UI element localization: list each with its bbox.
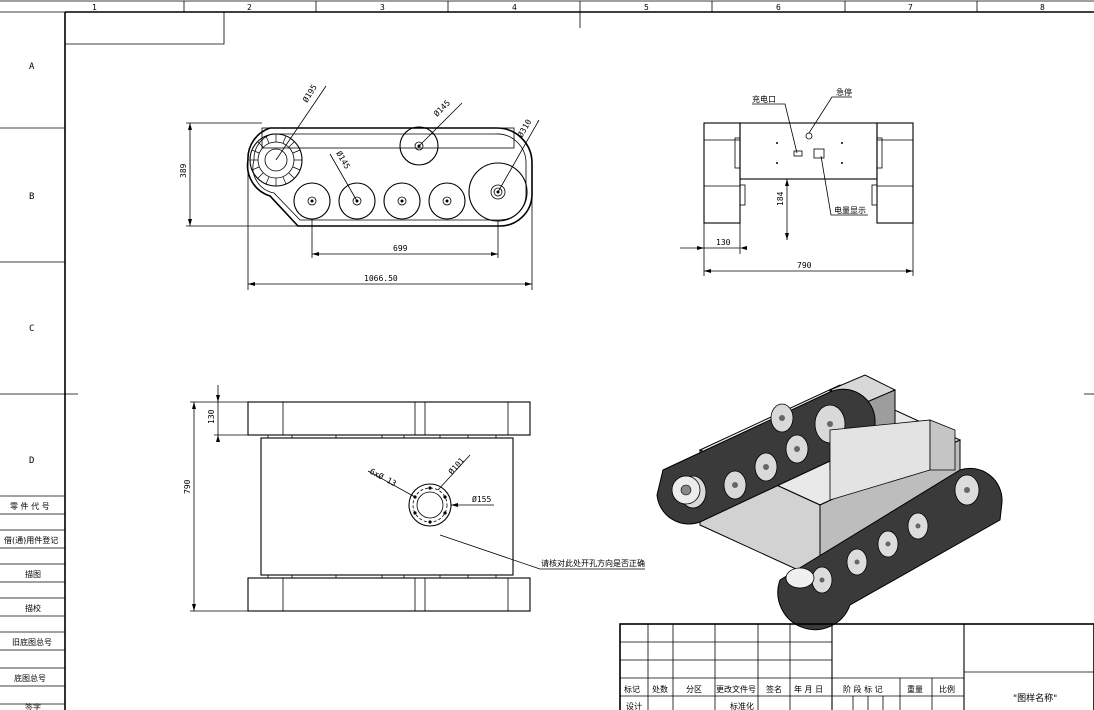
column-label: 8 (1040, 3, 1045, 12)
side-label-part-code: 零 件 代 号 (10, 501, 50, 511)
title-header-count: 处数 (652, 684, 668, 694)
side-label-borrowed: 借(通)用件登记 (4, 535, 58, 545)
side-label-trace: 描图 (25, 569, 41, 579)
row-label: A (29, 62, 35, 72)
title-stage: 阶 段 标 记 (843, 684, 883, 694)
column-label: 3 (380, 3, 385, 12)
top-dim-holes: 6xØ 13 (368, 466, 398, 488)
column-label: 1 (92, 3, 97, 12)
side-dim-1066: 1066.50 (364, 274, 398, 283)
title-header-mark: 标记 (624, 684, 640, 694)
title-weight: 重量 (907, 684, 923, 694)
side-dim-dia145-top: Ø145 (431, 98, 452, 119)
side-label-old-base: 旧底图总号 (12, 637, 52, 647)
side-dim-height: 389 (179, 163, 188, 178)
column-label: 2 (247, 3, 252, 12)
side-dim-dia310: Ø310 (515, 117, 533, 139)
isometric-view (656, 374, 1003, 631)
title-scale: 比例 (939, 684, 955, 694)
label-emergency-stop: 急停 (836, 87, 852, 97)
front-dim-184: 184 (776, 191, 785, 206)
front-dim-790: 790 (797, 261, 812, 270)
title-block: 标记 处数 分区 更改文件号 签名 年 月 日 阶 段 标 记 重量 比例 "图… (619, 623, 1094, 710)
label-charge-port: 充电口 (752, 94, 776, 104)
top-dim-dia101: Ø101 (446, 455, 466, 476)
column-labels: 1 2 3 4 5 6 7 8 (92, 3, 1045, 12)
row-labels: A B C D (29, 62, 35, 466)
top-view: 6xØ 13 Ø101 Ø155 请核对此处开孔方向是否正确 130 790 (183, 385, 645, 612)
title-header-zone: 分区 (686, 685, 702, 694)
column-label: 4 (512, 3, 517, 12)
top-dim-dia155: Ø155 (472, 494, 491, 504)
title-header-change: 更改文件号 (716, 684, 756, 694)
front-dim-130: 130 (716, 238, 731, 247)
side-dim-699: 699 (393, 244, 408, 253)
side-label-trace-check: 描校 (25, 603, 41, 613)
top-dim-130: 130 (207, 409, 216, 424)
label-battery-display: 电量显示 (834, 205, 866, 215)
title-design: 设计 (626, 701, 642, 710)
row-label: D (29, 456, 34, 466)
side-dim-dia145-wheel: Ø145 (334, 149, 352, 171)
title-header-date: 年 月 日 (794, 684, 823, 694)
title-drawing-name: "图样名称" (1013, 692, 1057, 704)
side-label-sign: 签字 (25, 702, 41, 710)
top-note: 请核对此处开孔方向是否正确 (541, 558, 645, 568)
front-view: 充电口 急停 电量显示 184 130 790 (680, 87, 914, 276)
top-dim-790: 790 (183, 479, 192, 494)
column-label: 5 (644, 3, 649, 12)
column-label: 6 (776, 3, 781, 12)
row-label: C (29, 324, 34, 334)
side-labels: 零 件 代 号 借(通)用件登记 描图 描校 旧底图总号 底图总号 签字 (4, 501, 58, 710)
row-label: B (29, 192, 34, 202)
title-standard: 标准化 (730, 701, 754, 710)
title-header-sign: 签名 (766, 684, 782, 694)
side-view: Ø195 Ø145 Ø310 Ø145 389 699 1066.50 (179, 82, 540, 290)
side-label-base: 底图总号 (14, 673, 46, 683)
column-label: 7 (908, 3, 913, 12)
